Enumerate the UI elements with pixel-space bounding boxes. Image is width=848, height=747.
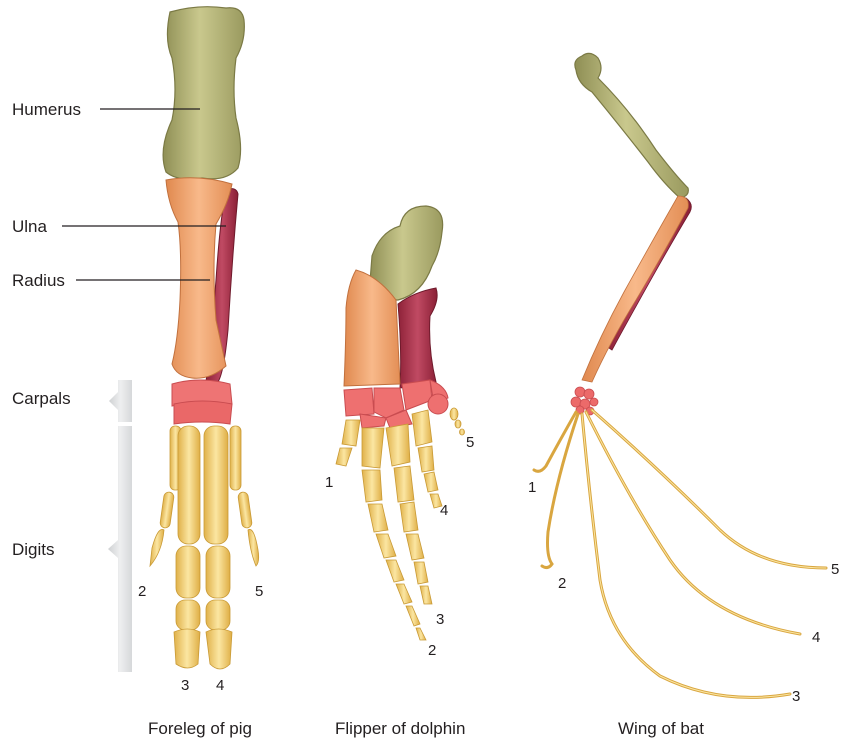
- bat-humerus: [575, 53, 688, 198]
- dolphin-digit-5: [450, 408, 465, 435]
- pig-digit-3-number: 3: [181, 678, 189, 693]
- pig-digit-4: [204, 426, 232, 669]
- dolphin-digit-1: [336, 420, 360, 466]
- dolphin-digit-3-number: 3: [436, 612, 444, 627]
- digits-bracket: [108, 426, 132, 672]
- pig-digit-2-number: 2: [138, 584, 146, 599]
- pig-digit-5-number: 5: [255, 584, 263, 599]
- pig-digit-2: [150, 426, 181, 566]
- dolphin-flipper: [336, 206, 465, 640]
- carpals-label: Carpals: [12, 390, 71, 407]
- radius-label: Radius: [12, 272, 65, 289]
- ulna-label: Ulna: [12, 218, 47, 235]
- pig-digit-3: [174, 426, 200, 668]
- pig-foreleg: [150, 7, 259, 669]
- dolphin-ulna: [398, 288, 437, 388]
- dolphin-digit-1-number: 1: [325, 475, 333, 490]
- bat-digit-3-number: 3: [792, 689, 800, 704]
- pig-humerus: [163, 7, 244, 179]
- bat-caption: Wing of bat: [618, 720, 704, 737]
- dolphin-digit-5-number: 5: [466, 435, 474, 450]
- bat-digit-4: [586, 412, 800, 634]
- humerus-label: Humerus: [12, 101, 81, 118]
- bat-digit-2-number: 2: [558, 576, 566, 591]
- bat-digit-2: [542, 414, 578, 568]
- bat-digits: [534, 410, 826, 697]
- dolphin-digit-4-number: 4: [440, 503, 448, 518]
- bat-digit-highlight: [582, 410, 826, 697]
- bat-digit-4-number: 4: [812, 630, 820, 645]
- bat-digit-1-number: 1: [528, 480, 536, 495]
- dolphin-caption: Flipper of dolphin: [335, 720, 465, 737]
- pig-caption: Foreleg of pig: [148, 720, 252, 737]
- bat-radius: [582, 196, 688, 382]
- dolphin-digit-4: [412, 410, 442, 508]
- pig-carpals: [172, 380, 232, 424]
- pig-digit-5: [230, 426, 259, 566]
- digits-label: Digits: [12, 541, 55, 558]
- bat-wing: [534, 53, 826, 697]
- dolphin-digit-2-number: 2: [428, 643, 436, 658]
- bat-digit-5-number: 5: [831, 562, 839, 577]
- carpals-bracket: [109, 380, 132, 422]
- pig-digit-4-number: 4: [216, 678, 224, 693]
